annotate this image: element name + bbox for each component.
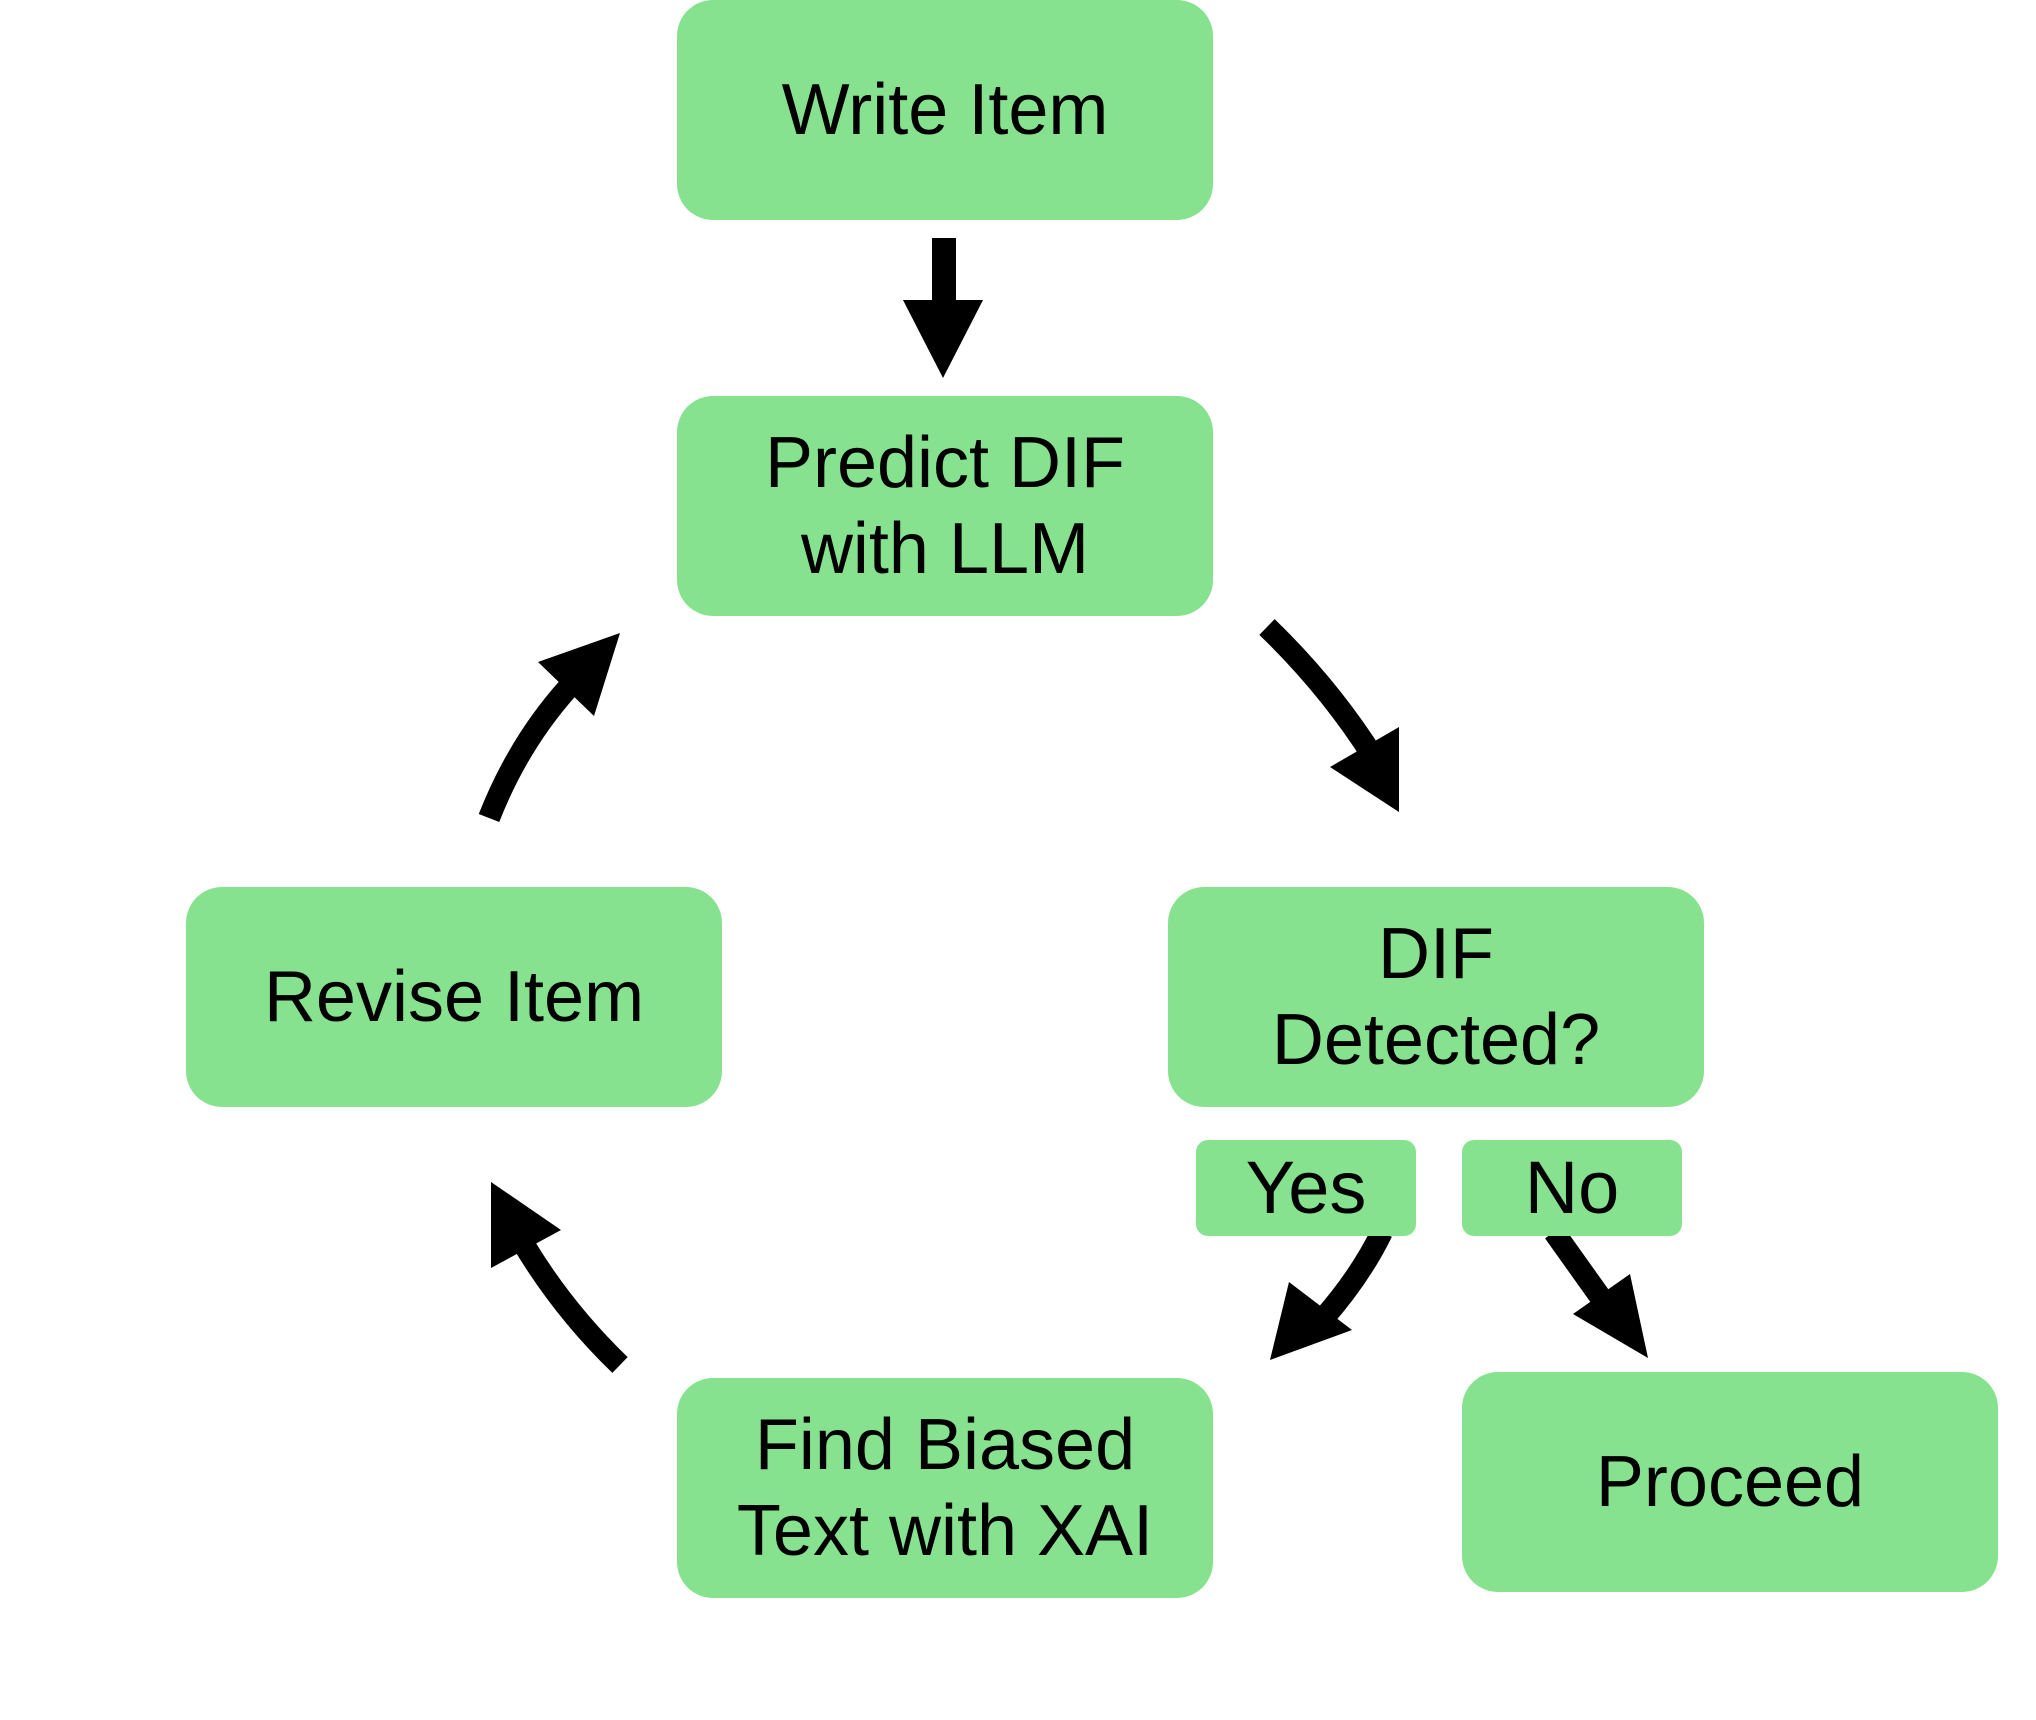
- dif-detected-node: DIF Detected?: [1168, 887, 1704, 1107]
- predict-dif-node: Predict DIF with LLM: [677, 396, 1213, 616]
- arrow-yes-to-find: [1270, 1227, 1392, 1360]
- arrow-find-to-revise: [491, 1182, 628, 1373]
- arrow-revise-to-predict: [478, 633, 620, 823]
- arrow-predict-to-detected: [1259, 619, 1399, 812]
- arrow-no-to-proceed: [1545, 1225, 1648, 1358]
- proceed-node: Proceed: [1462, 1372, 1998, 1592]
- revise-item-node: Revise Item: [186, 887, 722, 1107]
- yes-branch-label: Yes: [1196, 1140, 1416, 1236]
- no-branch-label: No: [1462, 1140, 1682, 1236]
- arrow-write-to-predict: [903, 238, 983, 378]
- write-item-node: Write Item: [677, 0, 1213, 220]
- find-biased-text-node: Find Biased Text with XAI: [677, 1378, 1213, 1598]
